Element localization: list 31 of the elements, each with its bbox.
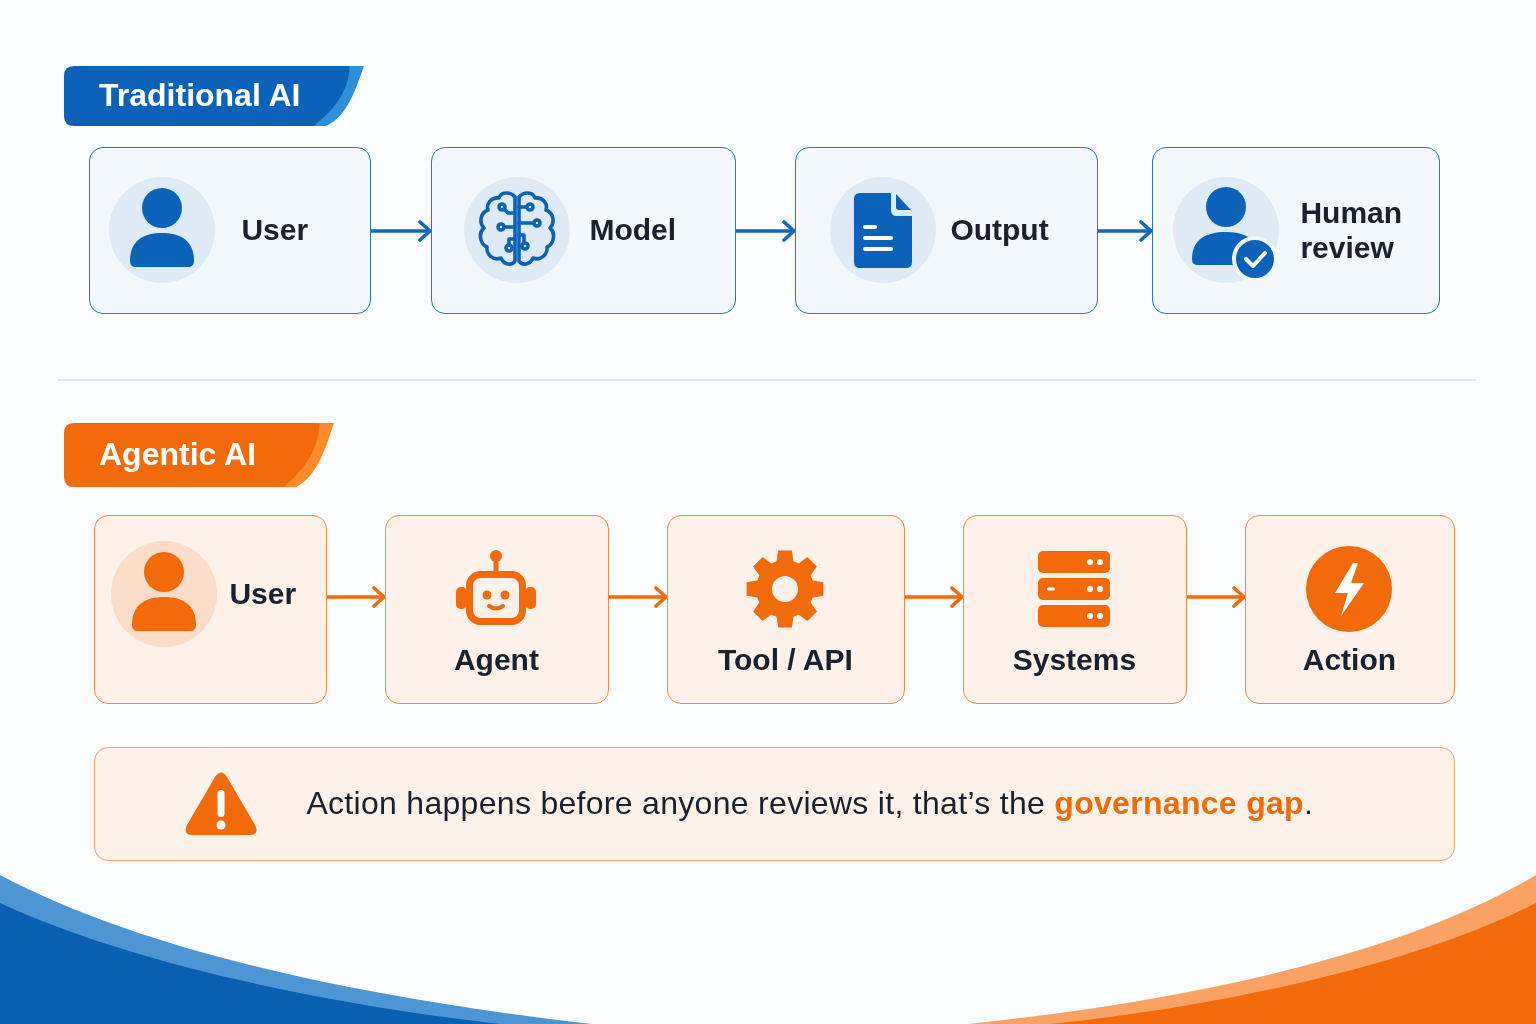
arrow — [1098, 220, 1153, 242]
process-card — [431, 147, 736, 314]
node-label: Model — [589, 213, 677, 248]
warning-banner — [94, 747, 1455, 861]
arrow — [609, 586, 668, 608]
node-label: Systems — [1011, 643, 1138, 678]
process-card — [1245, 515, 1455, 704]
node-label: Output — [950, 213, 1049, 248]
process-card — [963, 515, 1187, 704]
process-card — [1152, 147, 1440, 314]
process-card — [667, 515, 905, 704]
section-title: Agentic AI — [99, 437, 257, 473]
arrow — [371, 220, 432, 242]
process-card — [795, 147, 1098, 314]
section-banner — [64, 423, 334, 487]
process-card — [94, 515, 327, 704]
process-card — [385, 515, 609, 704]
warning-message: Action happens before anyone reviews it, that’s the governance gap. — [306, 784, 1314, 823]
node-label: Action — [1301, 643, 1398, 678]
process-card — [89, 147, 371, 314]
node-label: User — [241, 213, 309, 248]
node-label: User — [229, 577, 297, 612]
node-label: Human review — [1300, 195, 1404, 265]
arrow — [736, 220, 796, 242]
arrow — [905, 586, 964, 608]
arrow — [1187, 586, 1246, 608]
node-label: Tool / API — [716, 643, 854, 678]
node-label: Agent — [452, 643, 540, 678]
section-title: Traditional AI — [99, 78, 301, 114]
arrow — [327, 586, 386, 608]
section-banner — [64, 66, 364, 126]
